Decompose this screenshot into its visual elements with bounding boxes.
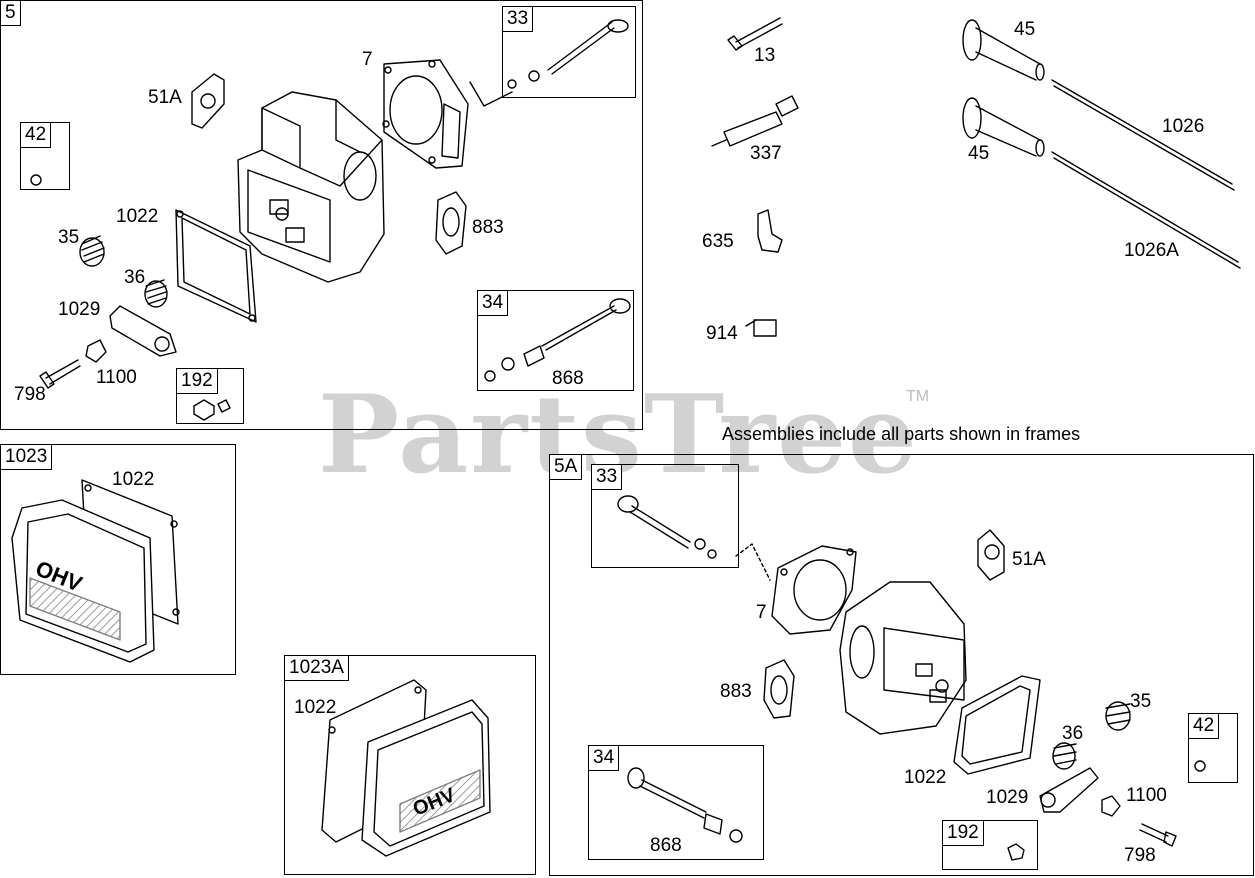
valve-45-bottom (962, 97, 1045, 157)
part-label-914[interactable]: 914 (706, 323, 738, 344)
frame-tag-34-upper: 34 (477, 290, 509, 316)
head-gasket-7-lower (771, 545, 857, 635)
frame-tag-192-upper: 192 (176, 368, 218, 394)
frame-1023 (0, 444, 236, 675)
spring-36-upper (144, 279, 168, 308)
part-label-883-upper[interactable]: 883 (472, 217, 504, 238)
frame-5 (0, 0, 643, 430)
part-label-7-lower[interactable]: 7 (756, 602, 767, 623)
frame-tag-42-lower: 42 (1188, 713, 1220, 739)
part-label-868-lower[interactable]: 868 (650, 835, 682, 856)
frame-33-upper (502, 6, 636, 98)
rocker-arm-1029-lower (1039, 767, 1099, 813)
frame-tag-33-lower: 33 (591, 464, 623, 490)
part-label-1022-in-1023[interactable]: 1022 (112, 469, 155, 490)
valve-34-lower (627, 767, 743, 843)
pin-42-upper (30, 174, 42, 186)
part-label-1100-upper[interactable]: 1100 (96, 367, 137, 388)
nut-192-upper (193, 399, 231, 421)
part-label-36-lower[interactable]: 36 (1062, 723, 1084, 744)
frame-33-lower (591, 464, 739, 568)
pushrod-1026a (1051, 151, 1241, 269)
frame-34-lower (588, 745, 764, 860)
head-gasket-7-upper (382, 59, 469, 169)
part-label-36-upper[interactable]: 36 (124, 267, 146, 288)
frame-5a (549, 454, 1254, 876)
part-label-51a-lower[interactable]: 51A (1012, 549, 1046, 570)
pushrod-1026 (1051, 79, 1235, 191)
part-label-1022-in-1023a[interactable]: 1022 (294, 697, 337, 718)
spring-36-lower (1052, 742, 1077, 770)
frame-1023a (284, 655, 536, 875)
assembly-note: Assemblies include all parts shown in fr… (722, 424, 1081, 444)
part-label-1100-lower[interactable]: 1100 (1126, 785, 1167, 806)
part-label-798-upper[interactable]: 798 (14, 384, 46, 405)
valve-34-upper (484, 298, 631, 382)
part-label-45-top[interactable]: 45 (1014, 19, 1036, 40)
rocker-arm-1029-upper (109, 305, 177, 357)
part-label-45-bottom[interactable]: 45 (968, 143, 990, 164)
part-label-798-lower[interactable]: 798 (1124, 845, 1156, 866)
part-label-13[interactable]: 13 (754, 45, 776, 66)
gasket-883-lower (763, 659, 795, 719)
rocker-cover-gasket-1022-lower (953, 675, 1041, 775)
part-label-337[interactable]: 337 (750, 143, 782, 164)
bolt-798-upper (39, 359, 81, 389)
frame-tag-42-upper: 42 (20, 122, 52, 148)
part-label-51a-upper[interactable]: 51A (148, 87, 182, 108)
spark-plug-337 (711, 95, 799, 147)
part-label-1029-lower[interactable]: 1029 (986, 787, 1029, 808)
nut-192-lower (1007, 843, 1025, 861)
gasket-883-upper (435, 191, 467, 255)
valve-45-top (962, 19, 1045, 81)
part-label-1026[interactable]: 1026 (1162, 116, 1205, 137)
valve-33-upper (507, 19, 629, 89)
part-label-35-lower[interactable]: 35 (1130, 691, 1152, 712)
frame-tag-192-lower: 192 (942, 820, 984, 846)
frame-tag-34-lower: 34 (588, 745, 620, 771)
frame-tag-1023: 1023 (0, 444, 53, 470)
part-label-1022-lower[interactable]: 1022 (904, 767, 947, 788)
spring-35-lower (1105, 701, 1131, 731)
bolt-13 (727, 17, 783, 51)
fitting-635 (757, 209, 783, 253)
rocker-cover-1023a (361, 699, 491, 857)
spring-35-upper (79, 235, 105, 267)
frame-tag-5a: 5A (549, 454, 583, 480)
frame-tag-33-upper: 33 (502, 6, 534, 32)
watermark-tm: TM (906, 388, 930, 405)
bolt-798-lower (1139, 823, 1177, 847)
cylinder-head-upper (237, 91, 385, 283)
intake-gasket-51a-lower (977, 529, 1005, 581)
frame-34-upper (477, 290, 634, 391)
frame-tag-1023a: 1023A (284, 655, 349, 681)
part-label-7-upper[interactable]: 7 (362, 49, 373, 70)
screw-914 (745, 319, 777, 337)
part-label-883-lower[interactable]: 883 (720, 681, 752, 702)
frame-tag-5: 5 (0, 0, 21, 26)
part-label-635[interactable]: 635 (702, 231, 734, 252)
part-label-868-upper[interactable]: 868 (552, 368, 584, 389)
cylinder-head-lower (839, 581, 967, 735)
pivot-1100-lower (1101, 795, 1121, 817)
pivot-1100-upper (85, 339, 107, 363)
rocker-cover-gasket-1022-upper (175, 209, 257, 323)
pin-42-lower (1194, 760, 1206, 772)
part-label-1029-upper[interactable]: 1029 (58, 299, 101, 320)
part-label-1022-upper[interactable]: 1022 (116, 206, 159, 227)
part-label-1026a[interactable]: 1026A (1124, 240, 1179, 261)
part-label-35-upper[interactable]: 35 (58, 227, 80, 248)
rocker-cover-1023 (11, 499, 155, 663)
intake-gasket-51a-upper (191, 73, 225, 129)
valve-33-lower (617, 495, 717, 559)
